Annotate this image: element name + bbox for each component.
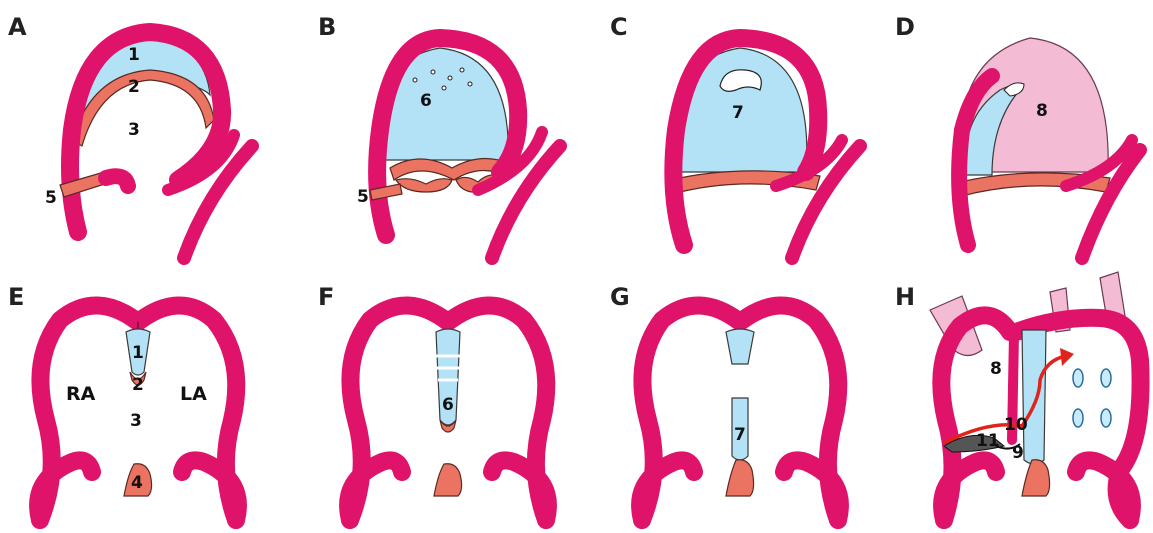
label-h-9: 9 (1012, 443, 1024, 463)
lower-wall-right-e (182, 460, 238, 520)
panel-c: C 7 (610, 13, 860, 258)
chamber-la: LA (180, 383, 207, 405)
label-e-1: 1 (132, 343, 144, 363)
label-f-6: 6 (442, 395, 454, 415)
chamber-ra: RA (66, 383, 96, 405)
lower-wall-right-g (784, 460, 840, 520)
label-a-1: 1 (128, 45, 140, 65)
pulmonary-orifice (1073, 369, 1083, 387)
label-g-7: 7 (734, 425, 746, 445)
label-h-11: 11 (976, 431, 1000, 451)
lower-wall-left-f (348, 460, 402, 520)
panel-d: D 8 (895, 13, 1140, 258)
panel-letter-g: G (610, 283, 630, 311)
endocardial-cushion-h (1022, 460, 1050, 496)
label-d-8: 8 (1036, 101, 1048, 121)
panel-e: E 1 2 3 4 RA LA (8, 283, 238, 520)
panel-letter-a: A (8, 13, 27, 41)
cushion-lobe-left-b (396, 179, 452, 192)
label-h-10: 10 (1004, 415, 1028, 435)
panel-b: B 6 5 (318, 13, 560, 258)
label-e-3: 3 (130, 411, 142, 431)
panel-letter-f: F (318, 283, 334, 311)
septum-h (1022, 330, 1046, 464)
perforation (448, 76, 452, 80)
arrow-head (1060, 348, 1074, 366)
panel-a: A 1 2 3 5 (8, 13, 252, 258)
panel-letter-c: C (610, 13, 628, 41)
label-a-3: 3 (128, 120, 140, 140)
panel-f: F 6 (318, 283, 548, 520)
panel-letter-d: D (895, 13, 915, 41)
lower-wall-right-h (1076, 460, 1132, 520)
panel-g: G 7 (610, 283, 840, 520)
label-e-2: 2 (132, 375, 144, 395)
cushion-a (106, 176, 128, 186)
perforation (442, 86, 446, 90)
lower-wall-left-e (38, 460, 92, 520)
endocardial-cushion-f (434, 464, 462, 496)
panel-letter-e: E (8, 283, 24, 311)
endocardial-cushion-g (726, 460, 754, 496)
pulmonary-orifice (1101, 409, 1111, 427)
lower-wall-left-h (942, 460, 996, 520)
perforation (431, 70, 435, 74)
septum-upper-g (726, 329, 754, 364)
label-b-5: 5 (357, 187, 369, 207)
lower-wall-left-g (640, 460, 694, 520)
panel-letter-h: H (895, 283, 915, 311)
lower-wall-right-f (492, 460, 548, 520)
perforation (468, 82, 472, 86)
label-a-5: 5 (45, 188, 57, 208)
label-a-2: 2 (128, 77, 140, 97)
pulmonary-orifice (1073, 409, 1083, 427)
label-b-6: 6 (420, 91, 432, 111)
perforation (413, 78, 417, 82)
perforation (460, 68, 464, 72)
panel-h: H 8 10 11 9 (895, 272, 1141, 520)
label-e-4: 4 (131, 473, 143, 493)
pulmonary-orifice (1101, 369, 1111, 387)
label-c-7: 7 (732, 103, 744, 123)
label-h-8: 8 (990, 359, 1002, 379)
panel-letter-b: B (318, 13, 336, 41)
